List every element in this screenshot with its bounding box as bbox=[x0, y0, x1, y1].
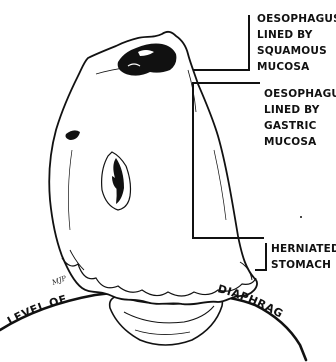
label-gastric-line-1: OESOPHAGUS bbox=[264, 88, 336, 100]
label-squamous-line-1: OESOPHAGUS bbox=[257, 13, 336, 25]
bracket-hernia bbox=[255, 243, 266, 270]
label-squamous-line-2: LINED BY bbox=[257, 29, 313, 41]
label-level-of: LEVEL OF bbox=[5, 292, 68, 327]
bracket-squamous bbox=[193, 15, 249, 70]
label-level-of-text: LEVEL OF bbox=[5, 292, 68, 327]
label-squamous-line-3: SQUAMOUS bbox=[257, 45, 327, 57]
label-gastric-line-4: MUCOSA bbox=[264, 136, 317, 148]
label-gastric-line-2: LINED BY bbox=[264, 104, 320, 116]
oesophagus-body-outline bbox=[49, 32, 257, 305]
label-gastric-line-3: GASTRIC bbox=[264, 120, 317, 132]
label-squamous-line-4: MUCOSA bbox=[257, 61, 310, 73]
speck bbox=[300, 216, 302, 218]
label-hernia-line-2: STOMACH bbox=[271, 259, 331, 271]
label-hernia-line-1: HERNIATED bbox=[271, 243, 336, 255]
artist-signature: MJP bbox=[50, 274, 68, 287]
